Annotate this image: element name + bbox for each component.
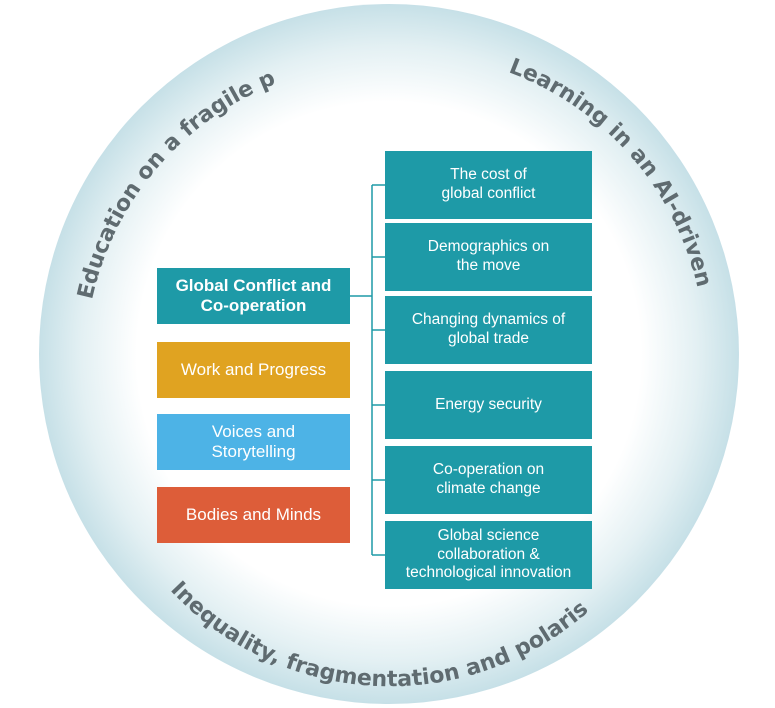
subtopic-demographics[interactable]: Demographics on the move (385, 223, 592, 291)
theme-work-progress[interactable]: Work and Progress (157, 342, 350, 398)
subtopic-cost-of-conflict[interactable]: The cost of global conflict (385, 151, 592, 219)
subtopic-science-collaboration[interactable]: Global science collaboration & technolog… (385, 521, 592, 589)
theme-global-conflict[interactable]: Global Conflict and Co-operation (157, 268, 350, 324)
subtopic-climate-cooperation[interactable]: Co-operation on climate change (385, 446, 592, 514)
theme-voices-storytelling[interactable]: Voices and Storytelling (157, 414, 350, 470)
connector-lines (350, 184, 385, 556)
theme-bodies-minds[interactable]: Bodies and Minds (157, 487, 350, 543)
subtopic-global-trade[interactable]: Changing dynamics of global trade (385, 296, 592, 364)
subtopic-energy-security[interactable]: Energy security (385, 371, 592, 439)
